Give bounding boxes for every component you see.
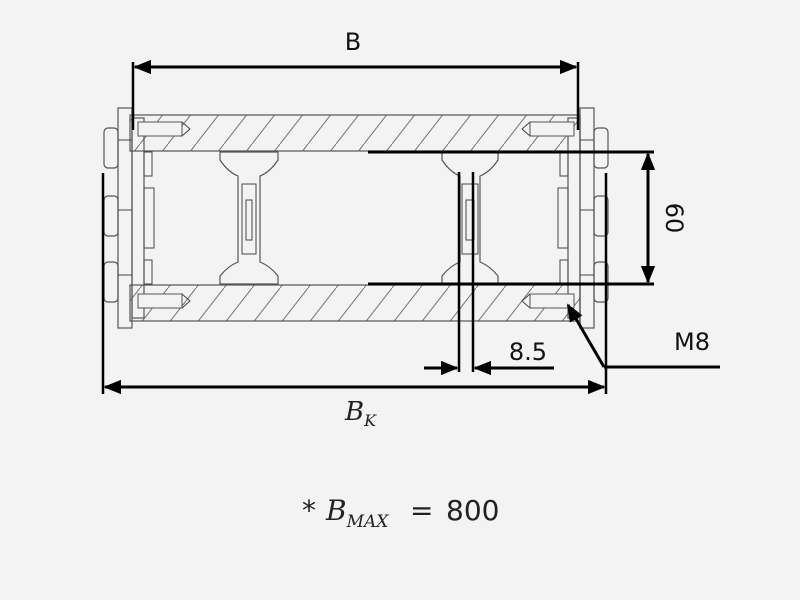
thread-m8-label: M8 <box>674 328 710 356</box>
dimension-bk-label: BK <box>344 397 377 430</box>
note-asterisk: * <box>302 494 316 527</box>
dimension-b-label: B <box>345 28 361 56</box>
note-symbol: BMAX <box>325 494 389 532</box>
thread-m8-callout: M8 <box>566 303 720 369</box>
max-width-note: * BMAX = 800 <box>302 494 499 532</box>
separator-right <box>441 151 499 285</box>
dimension-8-5-label: 8.5 <box>509 338 547 366</box>
bottom-crossbar <box>129 284 581 322</box>
screw-bottom-left <box>137 293 191 309</box>
dimension-60-label: 60 <box>660 203 688 234</box>
dimension-bk: BK <box>101 173 608 430</box>
screw-top-right <box>521 121 575 137</box>
dimension-b: B <box>131 28 580 130</box>
screw-top-left <box>137 121 191 137</box>
top-crossbar <box>129 114 581 152</box>
dimension-60: 60 <box>368 150 688 286</box>
separator-left <box>219 151 279 285</box>
note-equals: = <box>410 494 433 527</box>
dimension-8-5: 8.5 <box>424 172 554 376</box>
screw-bottom-right <box>521 293 575 309</box>
note-value: 800 <box>446 494 499 527</box>
chain-link-cross-section <box>103 107 609 329</box>
